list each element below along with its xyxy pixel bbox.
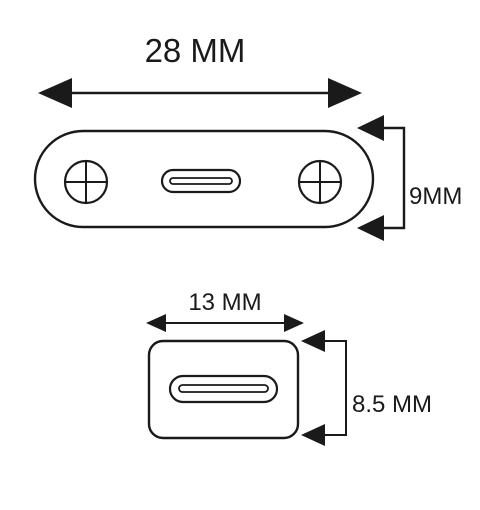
small-plate-height-label: 8.5 MM — [352, 391, 432, 418]
large-plate-width-dimension-line — [38, 78, 362, 108]
arrowhead-right-icon — [284, 314, 304, 332]
arrowhead-right-icon — [328, 78, 362, 108]
arrowhead-bottom-icon — [357, 215, 384, 241]
small-plate-width-dimension-line — [146, 314, 304, 332]
screw-hole-icon — [297, 159, 343, 205]
screw-hole-icon — [63, 159, 109, 205]
arrowhead-bottom-icon — [301, 424, 325, 446]
large-plate-width-label: 28 MM — [145, 32, 246, 69]
arrowhead-top-icon — [301, 330, 325, 352]
large-plate-group: 28 MM 9MM — [33, 32, 462, 241]
arrowhead-left-icon — [146, 314, 166, 332]
center-slot-icon — [168, 374, 279, 404]
arrowhead-left-icon — [38, 78, 72, 108]
arrowhead-top-icon — [357, 115, 384, 141]
small-plate-height-dimension-line — [301, 330, 347, 446]
center-slot-icon — [160, 168, 242, 194]
large-plate-height-dimension-line — [357, 115, 406, 241]
large-plate-height-label: 9MM — [409, 183, 462, 210]
small-plate-width-label: 13 MM — [188, 289, 261, 316]
small-plate-group: 13 MM 8.5 MM — [146, 289, 432, 446]
